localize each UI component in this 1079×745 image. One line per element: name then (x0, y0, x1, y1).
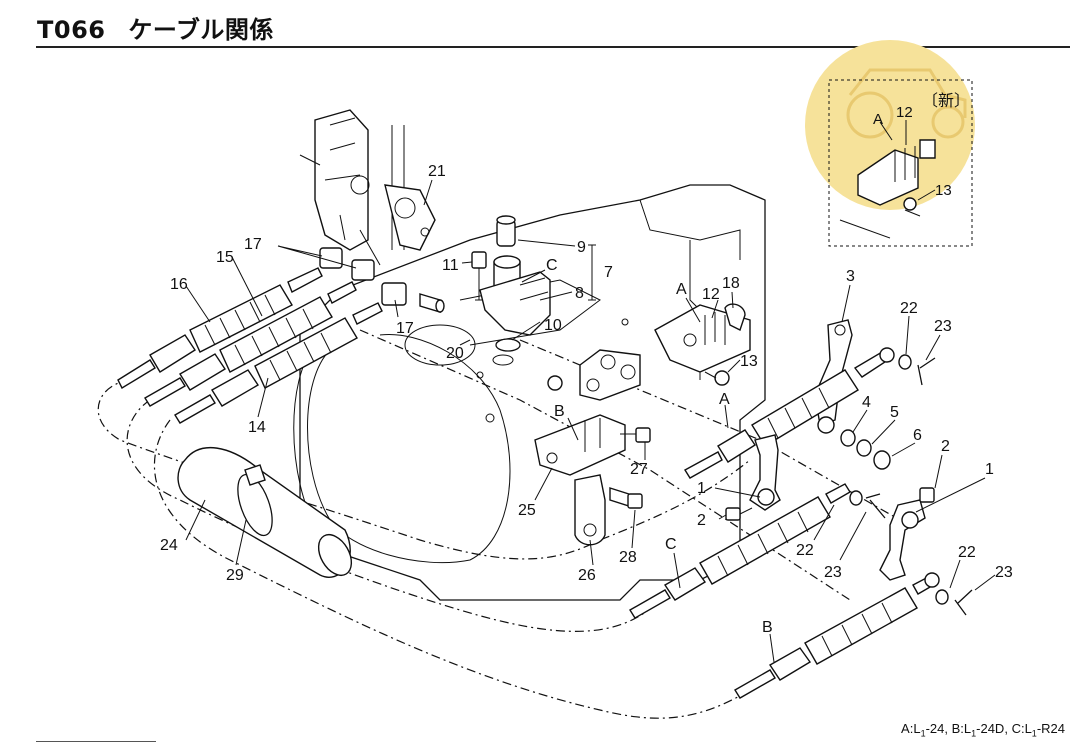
diagram-title: ケーブル関係 (128, 16, 274, 44)
callout-23-middle: 23 (824, 564, 842, 581)
callout-29: 29 (226, 567, 244, 584)
tractor-watermark-icon (846, 68, 967, 139)
callout-17-upper: 17 (244, 236, 262, 253)
callout-13: 13 (740, 353, 758, 370)
callout-1-right: 1 (985, 461, 994, 478)
callout-21: 21 (428, 163, 446, 180)
callout-3: 3 (846, 268, 855, 285)
callout-28: 28 (619, 549, 637, 566)
callout-a-upper: A (676, 281, 687, 298)
callout-11: 11 (442, 257, 459, 274)
callout-c-upper: C (546, 257, 558, 274)
inset-box (828, 79, 973, 247)
callout-22-upper: 22 (900, 300, 918, 317)
diagram-code: T066 (37, 16, 106, 44)
callout-8: 8 (575, 285, 584, 302)
inset-label-13: 13 (935, 182, 952, 199)
shifter-assembly (471, 215, 551, 379)
control-cable-c (629, 483, 851, 619)
shift-lever-housing (299, 109, 436, 266)
control-cable-a (684, 347, 895, 479)
control-cable-16 (117, 267, 323, 389)
callout-b-upper: B (554, 403, 565, 420)
variant-legend: A:L1-24, B:L1-24D, C:L1-R24 (901, 721, 1065, 739)
cable-path-lower (126, 399, 661, 632)
inset-label-12: 12 (896, 104, 913, 121)
lever-1-right (879, 487, 935, 581)
cable-tube-24 (177, 446, 353, 578)
callout-4: 4 (862, 394, 871, 411)
callout-16: 16 (170, 276, 188, 293)
title-rule (36, 46, 1070, 48)
callout-a-lower: A (719, 391, 730, 408)
cable-path-bottom (153, 419, 751, 719)
cable-bracket-26 (574, 474, 643, 546)
callout-1-middle: 1 (697, 480, 706, 497)
inset-label-a: A (873, 111, 883, 128)
control-cable-b (734, 572, 940, 699)
inset-new-tag: 〔新〕 (922, 92, 970, 110)
hose-clamp-29 (237, 464, 273, 537)
transmission-housing (293, 184, 766, 601)
callout-10: 10 (544, 317, 562, 334)
inset-bracket (839, 120, 936, 239)
control-cable-14 (174, 302, 383, 424)
callout-23-lower: 23 (995, 564, 1013, 581)
callout-25: 25 (518, 502, 536, 519)
cable-path-upper (97, 379, 751, 560)
cable-bracket-12 (621, 303, 751, 386)
leader-lines (185, 179, 996, 663)
callout-17-lower: 17 (396, 320, 414, 337)
bottom-rule (36, 741, 156, 742)
callout-7: 7 (604, 264, 613, 281)
lever-plate (547, 349, 641, 401)
callout-20: 20 (446, 345, 464, 362)
callout-23-upper: 23 (934, 318, 952, 335)
callout-14: 14 (248, 419, 266, 436)
callout-18: 18 (722, 275, 740, 292)
callout-12: 12 (702, 286, 720, 303)
callout-22-middle: 22 (796, 542, 814, 559)
callout-2-right: 2 (941, 438, 950, 455)
callout-c-lower: C (665, 536, 677, 553)
cable-bracket-25 (485, 413, 651, 476)
page-title: T066 ケーブル関係 (37, 10, 274, 45)
callout-5: 5 (890, 404, 899, 421)
callout-b-lower: B (762, 619, 773, 636)
callout-9: 9 (577, 239, 586, 256)
callout-15: 15 (216, 249, 234, 266)
callout-6: 6 (913, 427, 922, 444)
callout-27: 27 (630, 461, 648, 478)
washers-and-pins (840, 354, 973, 616)
callout-2-middle: 2 (697, 512, 706, 529)
control-cable-15 (144, 281, 357, 407)
callout-26: 26 (578, 567, 596, 584)
callout-22-lower: 22 (958, 544, 976, 561)
callout-24: 24 (160, 537, 178, 554)
